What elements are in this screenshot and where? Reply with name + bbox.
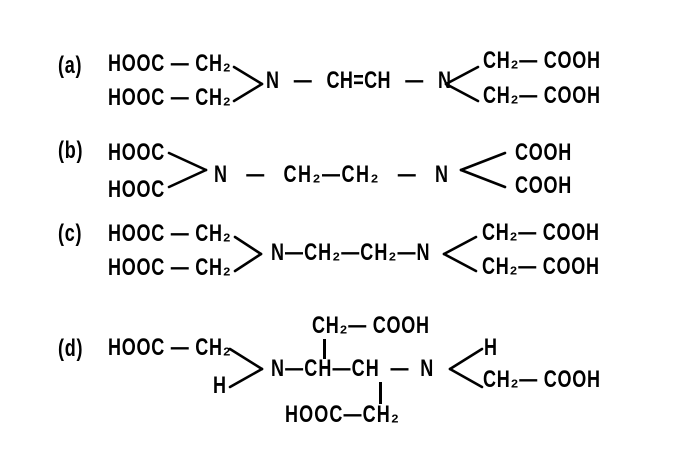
bond-diverge-lines-d xyxy=(448,347,484,389)
bond-converge-lines-d xyxy=(228,347,264,389)
formula-b-right-bottom: COOH xyxy=(515,172,572,199)
formula-b-left-bottom: HOOC xyxy=(108,176,165,203)
formula-a-right-top: CH₂— COOH xyxy=(483,47,601,74)
label-d: (d) xyxy=(58,335,84,362)
formula-a-left-top: HOOC — CH₂ xyxy=(108,50,232,77)
bond-diverge-lines-a xyxy=(444,65,480,103)
bond-diverge-lines-b xyxy=(459,151,507,189)
bond-converge-lines-b xyxy=(167,151,208,189)
formula-b-right-top: COOH xyxy=(515,139,572,166)
bond-vertical-bottom-d xyxy=(379,382,382,404)
formula-c-right-top: CH₂— COOH xyxy=(482,219,600,246)
label-c: (c) xyxy=(58,220,83,247)
label-b: (b) xyxy=(58,137,84,164)
formula-d-left-bottom: H xyxy=(213,372,227,399)
formula-c-chain: N—CH₂—CH₂—N xyxy=(271,239,431,266)
formula-c-left-top: HOOC — CH₂ xyxy=(108,220,232,247)
formula-b-chain: N — CH₂—CH₂ — N xyxy=(214,161,450,188)
formula-c-left-bottom: HOOC — CH₂ xyxy=(108,254,232,281)
formula-d-right-bottom: CH₂— COOH xyxy=(483,366,601,393)
bond-vertical-top-d xyxy=(323,339,326,359)
bond-diverge-lines-c xyxy=(442,235,478,273)
formula-b-left-top: HOOC xyxy=(108,139,165,166)
formula-d-chain: N—CH—CH — N xyxy=(271,355,435,382)
formula-d-right-top: H xyxy=(484,334,498,361)
formula-c-right-bottom: CH₂— COOH xyxy=(482,253,600,280)
formula-d-left-top: HOOC — CH₂ xyxy=(108,334,232,361)
formula-d-top-branch: CH₂— COOH xyxy=(312,312,430,339)
formula-a-left-bottom: HOOC — CH₂ xyxy=(108,84,232,111)
formula-d-bottom-branch: HOOC—CH₂ xyxy=(285,401,400,428)
label-a: (a) xyxy=(58,52,83,79)
bond-converge-lines-a xyxy=(232,65,264,103)
bond-converge-lines-c xyxy=(233,235,263,273)
formula-a-right-bottom: CH₂— COOH xyxy=(483,82,601,109)
formula-a-chain: N — CH=CH — N xyxy=(266,67,452,94)
